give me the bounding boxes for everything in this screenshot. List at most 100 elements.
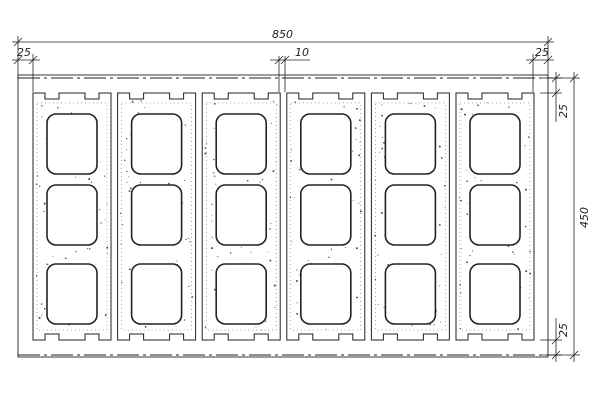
concrete-speckle bbox=[296, 302, 298, 304]
concrete-speckle bbox=[307, 260, 309, 261]
concrete-speckle bbox=[381, 137, 383, 138]
concrete-speckle bbox=[461, 248, 463, 250]
concrete-speckle bbox=[291, 241, 293, 243]
concrete-speckle bbox=[374, 234, 377, 237]
block-texture-edge bbox=[290, 102, 361, 331]
block-6-hole-1 bbox=[469, 113, 521, 175]
concrete-speckle bbox=[328, 256, 330, 259]
concrete-speckle bbox=[184, 124, 187, 126]
block-6-hole-2 bbox=[469, 184, 521, 246]
concrete-speckle bbox=[41, 116, 43, 118]
concrete-speckle bbox=[129, 187, 132, 190]
top-offset-label: 25 bbox=[557, 104, 570, 118]
concrete-speckle bbox=[211, 203, 213, 205]
concrete-speckle bbox=[211, 247, 214, 250]
concrete-speckle bbox=[330, 248, 333, 250]
block-2-hole-3 bbox=[130, 263, 183, 325]
concrete-speckle bbox=[128, 176, 130, 178]
block-3-hole-3 bbox=[215, 263, 267, 325]
concrete-speckle bbox=[128, 268, 131, 271]
concrete-speckle bbox=[128, 190, 131, 193]
concrete-speckle bbox=[352, 150, 354, 152]
concrete-speckle bbox=[273, 100, 275, 102]
concrete-speckle bbox=[435, 107, 437, 109]
concrete-speckle bbox=[89, 248, 91, 250]
concrete-speckle bbox=[527, 136, 530, 138]
concrete-speckle bbox=[88, 178, 91, 180]
concrete-speckle bbox=[466, 213, 469, 215]
right-offset-tick-a bbox=[528, 55, 538, 65]
concrete-speckle bbox=[460, 108, 463, 111]
concrete-speckle bbox=[100, 222, 102, 224]
concrete-speckle bbox=[358, 119, 361, 122]
concrete-speckle bbox=[211, 214, 213, 216]
concrete-speckle bbox=[250, 251, 252, 253]
concrete-speckle bbox=[458, 197, 460, 199]
concrete-speckle bbox=[460, 292, 462, 294]
block-3-hole-2 bbox=[215, 184, 267, 246]
concrete-speckle bbox=[269, 228, 271, 230]
concrete-speckle bbox=[295, 280, 298, 282]
concrete-speckle bbox=[480, 179, 482, 182]
concrete-speckle bbox=[246, 179, 249, 182]
concrete-speckle bbox=[330, 178, 333, 181]
concrete-speckle bbox=[211, 220, 213, 222]
concrete-speckle bbox=[272, 170, 275, 173]
concrete-speckle bbox=[126, 182, 128, 183]
concrete-speckle bbox=[204, 326, 207, 328]
concrete-speckle bbox=[460, 199, 462, 202]
concrete-speckle bbox=[356, 296, 359, 299]
concrete-speckle bbox=[439, 285, 441, 287]
concrete-speckle bbox=[41, 314, 43, 316]
joint-tick-a bbox=[274, 55, 284, 65]
concrete-speckle bbox=[472, 250, 474, 252]
concrete-speckle bbox=[299, 168, 301, 171]
concrete-speckle bbox=[191, 296, 194, 298]
concrete-speckle bbox=[294, 197, 296, 199]
block-texture-edge bbox=[205, 102, 277, 331]
concrete-speckle bbox=[205, 142, 208, 144]
concrete-speckle bbox=[352, 199, 354, 201]
concrete-speckle bbox=[106, 246, 109, 249]
concrete-speckle bbox=[326, 328, 327, 330]
concrete-speckle bbox=[440, 157, 443, 159]
block-5-hole-1 bbox=[384, 113, 437, 175]
left-offset-label: 25 bbox=[17, 46, 31, 59]
concrete-speckle bbox=[261, 179, 264, 181]
concrete-speckle bbox=[269, 259, 272, 262]
right-offset-tick-b bbox=[543, 55, 553, 65]
concrete-speckle bbox=[215, 183, 217, 185]
concrete-speckle bbox=[213, 175, 216, 177]
concrete-speckle bbox=[508, 106, 510, 108]
concrete-speckle bbox=[354, 127, 357, 129]
concrete-speckle bbox=[176, 260, 178, 262]
concrete-speckle bbox=[104, 175, 106, 177]
right-offset-label: 25 bbox=[535, 46, 549, 59]
concrete-speckle bbox=[433, 324, 435, 326]
concrete-speckle bbox=[43, 210, 45, 213]
concrete-speckle bbox=[377, 254, 379, 256]
concrete-speckle bbox=[41, 105, 43, 107]
concrete-speckle bbox=[90, 181, 93, 183]
overall-height-label: 450 bbox=[578, 207, 591, 228]
block-5-hole-2 bbox=[384, 184, 437, 246]
concrete-speckle bbox=[229, 252, 232, 254]
concrete-speckle bbox=[119, 212, 122, 215]
concrete-speckle bbox=[374, 278, 377, 281]
concrete-speckle bbox=[379, 151, 380, 153]
concrete-speckle bbox=[185, 238, 187, 241]
concrete-speckle bbox=[265, 320, 267, 323]
concrete-speckle bbox=[410, 103, 412, 105]
concrete-speckle bbox=[255, 326, 257, 328]
concrete-speckle bbox=[126, 149, 128, 151]
concrete-speckle bbox=[213, 172, 215, 174]
block-1-hole-3 bbox=[46, 263, 98, 325]
concrete-speckle bbox=[213, 158, 215, 161]
concrete-speckle bbox=[459, 283, 462, 286]
concrete-speckle bbox=[43, 202, 46, 205]
concrete-speckle bbox=[477, 104, 479, 107]
concrete-speckle bbox=[381, 104, 383, 106]
concrete-speckle bbox=[75, 251, 77, 253]
concrete-speckle bbox=[35, 183, 38, 185]
